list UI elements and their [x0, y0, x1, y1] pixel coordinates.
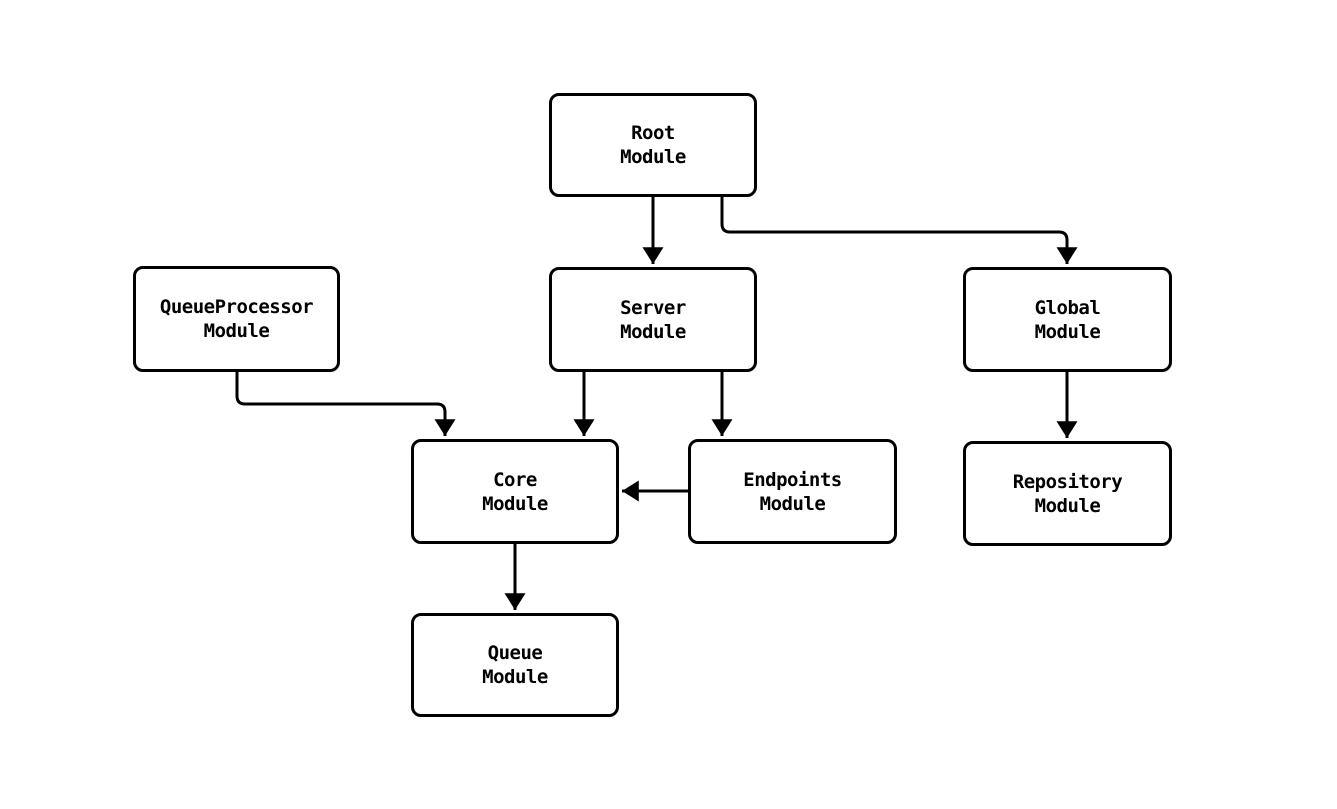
node-global-module-label: Global Module [1034, 296, 1101, 343]
node-endpoints-module-label: Endpoints Module [743, 468, 842, 515]
node-root-module: Root Module [549, 93, 757, 197]
node-queueprocessor-module-label: QueueProcessor Module [159, 296, 314, 342]
node-core-module-label: Core Module [482, 468, 548, 515]
node-endpoints-module: Endpoints Module [688, 439, 897, 544]
node-queue-module-label: Queue Module [482, 642, 548, 688]
node-server-module-label: Server Module [620, 296, 686, 343]
node-root-module-label: Root Module [620, 122, 686, 168]
node-repository-module-label: Repository Module [1012, 470, 1123, 517]
node-server-module: Server Module [549, 267, 757, 372]
edge-queueprocessor-to-core [235, 372, 456, 436]
node-global-module: Global Module [963, 267, 1172, 372]
node-core-module: Core Module [411, 439, 619, 544]
node-repository-module: Repository Module [963, 441, 1172, 546]
node-queue-module: Queue Module [411, 613, 619, 717]
node-queueprocessor-module: QueueProcessor Module [133, 266, 340, 372]
edge-root-to-global [720, 197, 1078, 264]
